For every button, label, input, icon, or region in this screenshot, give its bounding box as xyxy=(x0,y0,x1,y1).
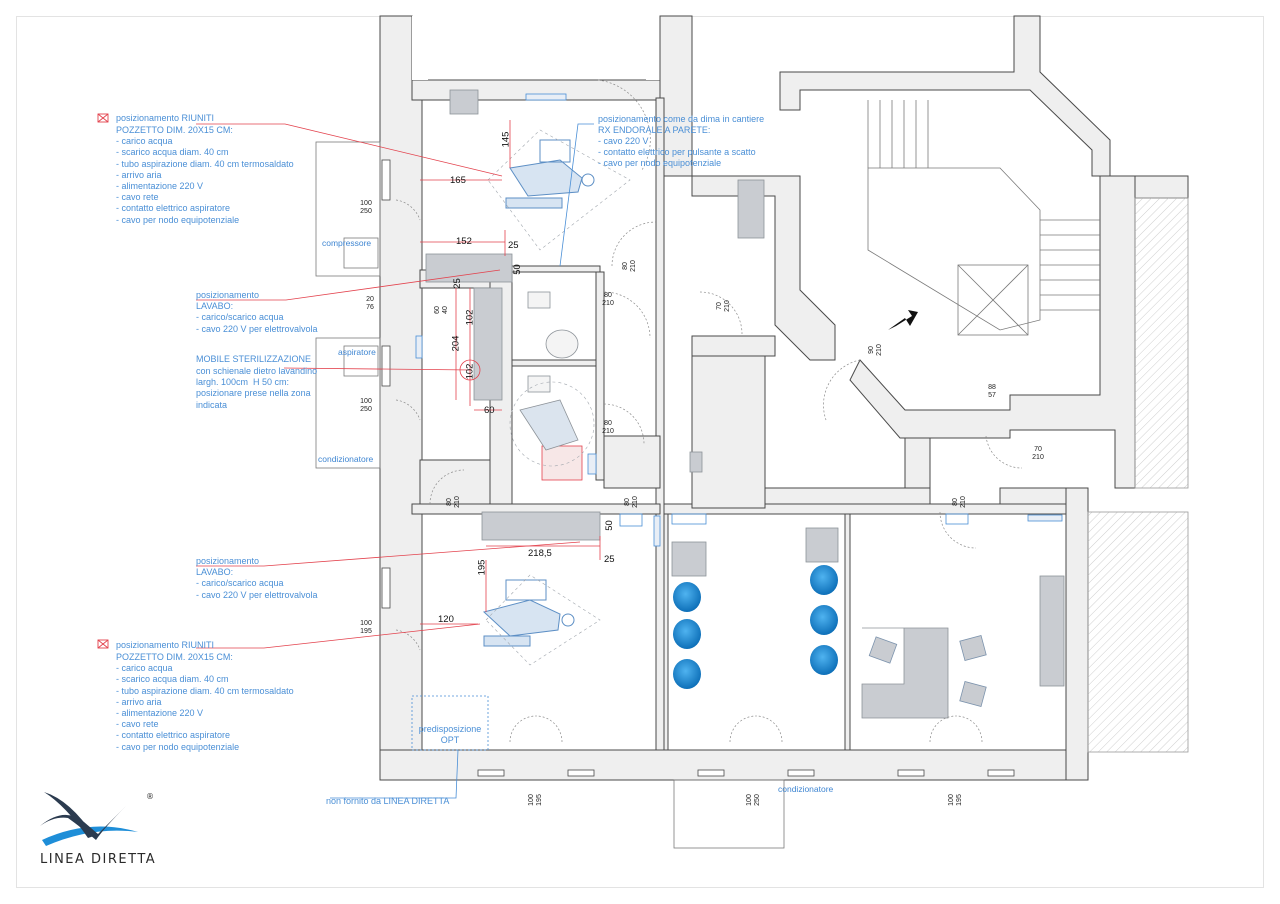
dimension-102-a: 102 xyxy=(464,309,476,326)
opening-o7: 80 210 xyxy=(624,496,639,508)
predisposizione-opt: predisposizione OPT xyxy=(418,724,482,746)
opening-o8: 90 210 xyxy=(868,344,883,356)
opening-o9: 88 57 xyxy=(988,384,996,399)
chair xyxy=(673,659,701,689)
dimension-120: 120 xyxy=(438,614,454,625)
aspiratore-label: aspiratore xyxy=(338,347,376,357)
stairwell xyxy=(867,100,1100,336)
dimension-218-5: 218,5 xyxy=(528,548,552,559)
opening-w6: 100 250 xyxy=(746,794,761,806)
furniture xyxy=(425,89,1065,719)
opening-o6: 80 210 xyxy=(446,496,461,508)
dental-unit-bottom xyxy=(482,579,575,647)
lower-partition-1 xyxy=(663,509,669,753)
right-lower-wall xyxy=(1065,487,1089,781)
dimension-204: 204 xyxy=(450,335,462,352)
dimension-50-bottom: 50 xyxy=(603,520,615,531)
opening-w7: 100 195 xyxy=(948,794,963,806)
bottom-wall xyxy=(379,749,1067,781)
opening-w5: 100 195 xyxy=(528,794,543,806)
opening-o1: 60 40 xyxy=(434,306,449,314)
partition-wc xyxy=(511,359,597,367)
chair xyxy=(673,582,701,612)
opening-o2: 80 210 xyxy=(622,260,637,272)
opening-o3: 80 210 xyxy=(602,292,614,307)
chair-sweep xyxy=(485,129,631,666)
leader-lines xyxy=(196,120,601,649)
waiting-chairs xyxy=(673,565,838,689)
dental-unit-top xyxy=(505,139,595,209)
mid-wall xyxy=(691,335,776,357)
office-chairs xyxy=(868,635,987,707)
opening-o4: 70 210 xyxy=(716,300,731,312)
opening-w1: 100 250 xyxy=(360,200,372,215)
rx-endorale-line1: posizionamento come da dima in cantiere xyxy=(598,114,765,124)
chair xyxy=(810,645,838,675)
marker-icons xyxy=(97,113,109,649)
dimension-60: 60 xyxy=(484,405,495,416)
sterilizzazione-title: MOBILE STERILIZZAZIONE xyxy=(196,354,312,364)
toilet-right-wall xyxy=(603,435,661,489)
compressore-label: compressore xyxy=(322,238,372,248)
mid-block-2 xyxy=(904,437,931,489)
chair xyxy=(810,565,838,595)
rx-endorale-body: - cavo 220 V - contatto elettrico per pu… xyxy=(598,136,756,169)
dimension-25-top: 25 xyxy=(508,240,519,251)
lower-partition-2 xyxy=(844,509,851,753)
stair-wall xyxy=(691,175,836,361)
opening-w2: 20 76 xyxy=(366,296,374,311)
dimension-152: 152 xyxy=(456,236,472,247)
corridor-wall xyxy=(411,503,661,515)
brand-name: LINEA DIRETTA xyxy=(40,852,157,867)
condizionatore-left-label: condizionatore xyxy=(318,454,374,464)
dimension-195: 195 xyxy=(476,559,488,576)
entry-arrow-icon xyxy=(888,310,918,330)
top-wall-left-upper xyxy=(412,16,660,80)
chair xyxy=(673,619,701,649)
top-right-wall xyxy=(779,15,1111,177)
sterilizzazione-body: con schienale dietro lavandino largh. 10… xyxy=(196,366,318,410)
lavabo-bottom-note: posizionamento LAVABO: - carico/scarico … xyxy=(196,556,318,600)
diagonal-wall xyxy=(849,175,1136,489)
mid-block xyxy=(691,355,766,509)
registered-mark: ® xyxy=(146,792,154,801)
opening-o11: 80 210 xyxy=(952,496,967,508)
window-frames xyxy=(381,159,1015,777)
riuniti-top-body: POZZETTO DIM. 20X15 CM: - carico acqua -… xyxy=(116,125,294,225)
right-edge-wall xyxy=(1134,175,1189,199)
dimension-165: 165 xyxy=(450,175,466,186)
stub-wall xyxy=(419,459,491,505)
condizionatore-bottom-label: condizionatore xyxy=(778,784,834,794)
opening-o5: 80 210 xyxy=(602,420,614,435)
riuniti-bottom-body: POZZETTO DIM. 20X15 CM: - carico acqua -… xyxy=(116,652,294,752)
dimension-25-mid: 25 xyxy=(451,278,463,289)
opening-w3: 100 250 xyxy=(360,398,372,413)
marker-icon xyxy=(97,113,109,123)
chair xyxy=(810,605,838,635)
hatched-area-top-right xyxy=(1134,197,1189,489)
opening-w4: 100 195 xyxy=(360,620,372,635)
dimension-145: 145 xyxy=(500,131,512,148)
partition-wc2 xyxy=(511,265,601,273)
dimension-102-b: 102 xyxy=(464,363,476,380)
wc-fixtures xyxy=(519,291,583,481)
linea-diretta-logo xyxy=(40,792,138,846)
left-wall xyxy=(379,15,423,781)
non-fornito-note: non fornito da LINEA DIRETTA xyxy=(326,796,450,806)
dimension-25-bottom: 25 xyxy=(604,554,615,565)
rx-endorale-title: RX ENDORALE A PARETE: xyxy=(598,125,711,135)
opening-o10: 70 210 xyxy=(1032,446,1044,461)
lavabo-top-note: posizionamento LAVABO: - carico/scarico … xyxy=(196,290,318,334)
door-swings xyxy=(395,79,1023,743)
riuniti-top-title: posizionamento RIUNITI xyxy=(116,113,215,123)
external-units xyxy=(315,141,785,849)
partition-v2 xyxy=(655,97,665,751)
dimension-50-top: 50 xyxy=(511,264,523,275)
hatched-area-bottom-right xyxy=(1087,511,1189,753)
leader-lines-blue xyxy=(330,123,594,799)
riuniti-bottom-title: posizionamento RIUNITI xyxy=(116,640,215,650)
marker-icon xyxy=(97,639,109,649)
hvac-units xyxy=(415,93,1063,547)
